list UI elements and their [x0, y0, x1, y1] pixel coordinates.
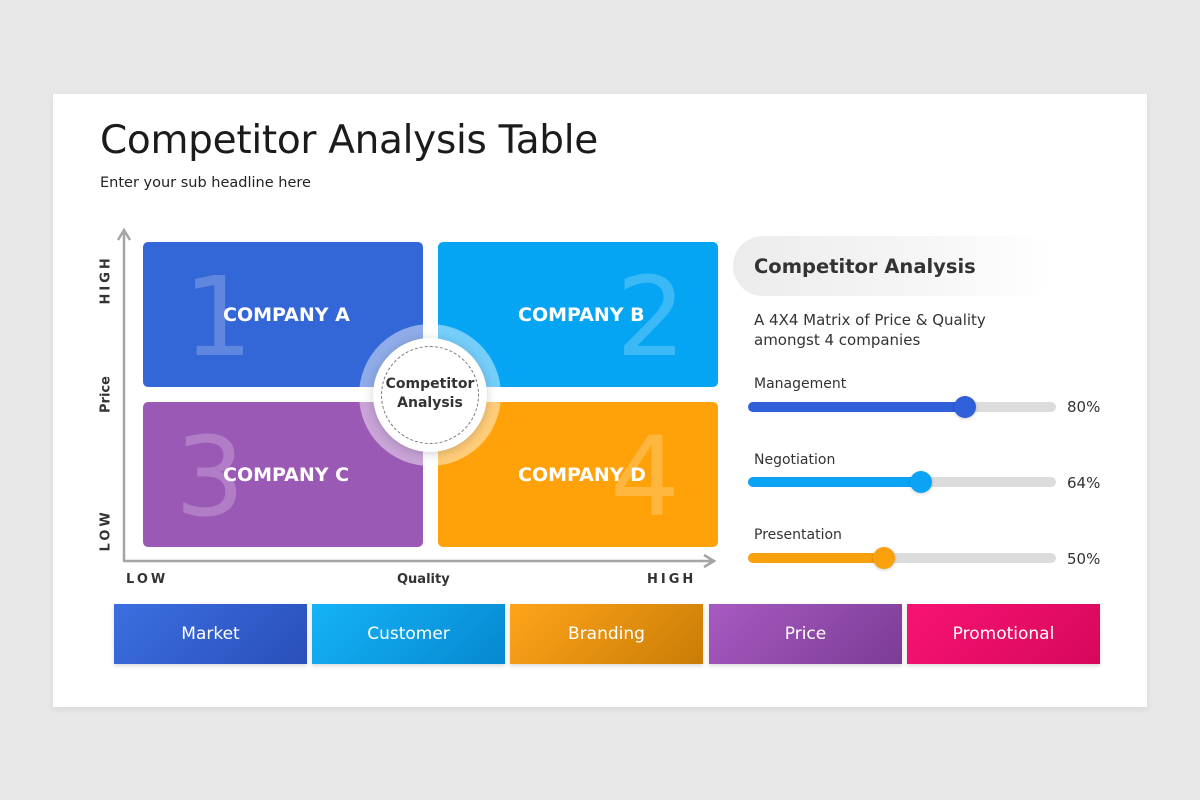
metric-slider-presentation[interactable]	[748, 547, 1056, 569]
quadrant-number: 2	[616, 253, 686, 381]
quadrant-number: 1	[183, 253, 253, 381]
quadrant-label: COMPANY C	[223, 464, 350, 486]
x-axis-high-label: HIGH	[647, 572, 697, 587]
metric-value-presentation: 50%	[1067, 550, 1101, 568]
quadrant-company-a: 1 COMPANY A	[143, 242, 423, 387]
metric-value-negotiation: 64%	[1067, 474, 1101, 492]
metric-fill	[748, 402, 965, 412]
metric-value-management: 80%	[1067, 398, 1101, 416]
panel-description-line1: A 4X4 Matrix of Price & Quality	[754, 311, 986, 329]
metric-label-presentation: Presentation	[754, 527, 842, 543]
page-subtitle: Enter your sub headline here	[100, 175, 311, 191]
panel-description-line2: amongst 4 companies	[754, 331, 921, 349]
metric-fill	[748, 553, 884, 563]
metric-handle[interactable]	[872, 547, 895, 569]
panel-title: Competitor Analysis	[754, 255, 976, 278]
y-axis-label: Price	[98, 376, 114, 413]
y-axis-high-label: HIGH	[98, 255, 114, 305]
panel-title-pill	[733, 236, 1053, 296]
quadrant-number: 3	[175, 413, 245, 541]
quadrant-company-b: 2 COMPANY B	[438, 242, 718, 387]
x-axis-low-label: LOW	[126, 572, 169, 587]
quadrant-label: COMPANY D	[518, 464, 646, 486]
quadrant-label: COMPANY B	[518, 304, 645, 326]
page-title: Competitor Analysis Table	[100, 118, 598, 163]
quadrant-label: COMPANY A	[223, 304, 350, 326]
promotional-button[interactable]: Promotional	[907, 604, 1100, 664]
quadrant-company-d: 4 COMPANY D	[438, 402, 718, 547]
metric-handle[interactable]	[910, 471, 933, 493]
customer-button[interactable]: Customer	[312, 604, 505, 664]
branding-button[interactable]: Branding	[510, 604, 703, 664]
metric-label-negotiation: Negotiation	[754, 452, 836, 468]
center-label: Competitor Analysis	[373, 375, 487, 413]
metric-label-management: Management	[754, 376, 847, 392]
center-label-line2: Analysis	[397, 395, 463, 411]
quadrant-company-c: 3 COMPANY C	[143, 402, 423, 547]
metric-fill	[748, 477, 922, 487]
panel-description: A 4X4 Matrix of Price & Quality amongst …	[754, 310, 986, 350]
price-button[interactable]: Price	[709, 604, 902, 664]
metric-slider-management[interactable]	[748, 396, 1056, 418]
y-axis-low-label: LOW	[98, 509, 114, 552]
center-label-line1: Competitor	[385, 376, 475, 392]
metric-slider-negotiation[interactable]	[748, 471, 1056, 493]
x-axis-label: Quality	[397, 572, 450, 587]
metric-handle[interactable]	[953, 396, 976, 418]
quadrant-number: 4	[610, 413, 680, 541]
center-dashed-ring	[381, 346, 479, 444]
market-button[interactable]: Market	[114, 604, 307, 664]
